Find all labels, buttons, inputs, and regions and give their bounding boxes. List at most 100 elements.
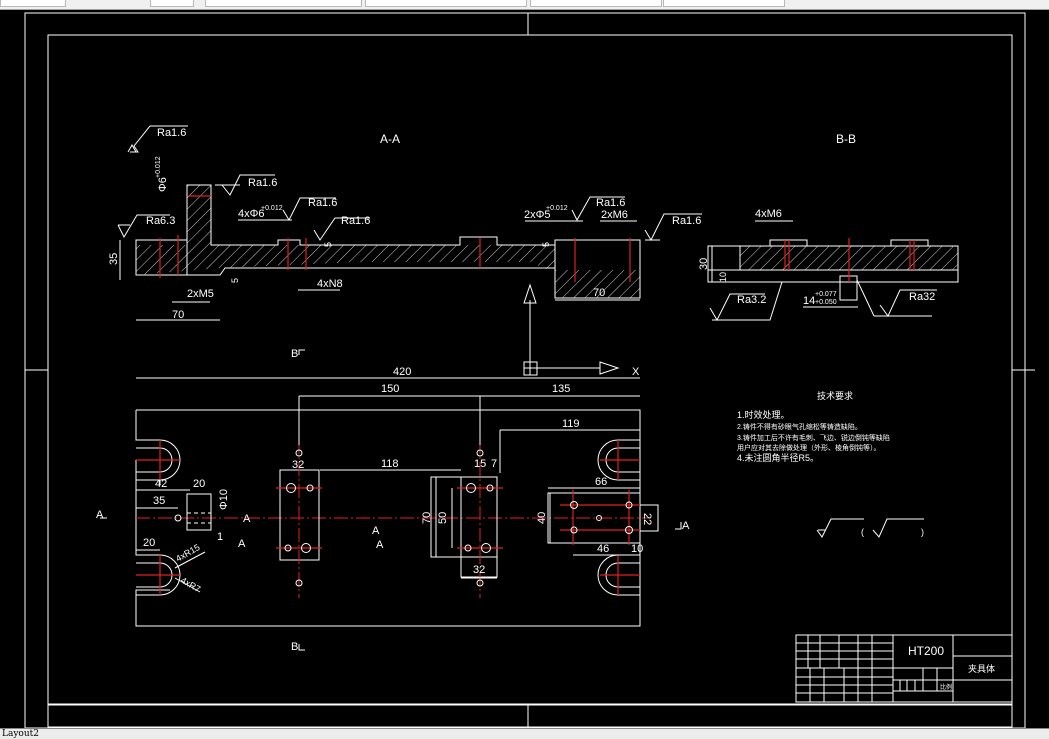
dim-20-top: 20: [193, 478, 205, 490]
section-b-b: B-B 30 10 4xM6 14 +0.077 +0.050 Ra3.2 R: [698, 132, 959, 322]
bb-slot-14: 14: [803, 295, 815, 307]
aa-step-5b: 5: [323, 242, 333, 247]
dim-35: 35: [153, 495, 165, 507]
frame-inner-line: [47, 703, 1013, 706]
dim-150: 150: [381, 383, 399, 395]
aa-phi6-vertical: Φ6: [157, 177, 169, 192]
svg-text:(: (: [861, 527, 864, 537]
bb-roughness-2: Ra32: [856, 279, 937, 317]
pad-2: [460, 476, 498, 578]
svg-text:Ra3.2: Ra3.2: [737, 294, 766, 306]
dim-10-plan: 10: [631, 543, 643, 555]
tech-item-2: 2.铸件不得有砂眼气孔缩松等铸造缺陷。: [737, 422, 862, 431]
svg-text:Ra32: Ra32: [909, 291, 935, 303]
marker-a-mid1: A: [243, 513, 251, 525]
other-roughness-symbols: ( ): [816, 518, 924, 538]
aa-step-5a: 5: [230, 278, 240, 283]
aa-roughness-4: Ra1.6: [282, 197, 337, 222]
svg-text:Ra1.6: Ra1.6: [596, 197, 625, 209]
aa-holes-n8: 4xN8: [317, 278, 343, 290]
aa-hatch: [136, 185, 640, 298]
paper-border: [24, 12, 1026, 729]
tech-item-3b: 用户应对其去除做处理（外形、棱角倒钝等）。: [737, 443, 881, 452]
svg-text:Ra6.3: Ra6.3: [146, 215, 175, 227]
dim-20-bottom: 20: [143, 537, 155, 549]
aa-roughness-3: Ra6.3: [117, 214, 175, 239]
part-name: 夹具体: [968, 663, 995, 674]
svg-text:Ra1.6: Ra1.6: [341, 215, 370, 227]
section-aa-title: A-A: [380, 132, 400, 146]
bb-roughness-1: Ra3.2: [709, 281, 783, 322]
marker-a-mid3: A: [372, 525, 380, 537]
dim-70-plan: 70: [421, 512, 433, 524]
dim-46: 46: [597, 543, 609, 555]
dim-32-bottom: 32: [473, 564, 485, 576]
bb-slot-tol-upper: +0.077: [815, 291, 837, 298]
tech-item-3: 3.铸件加工后不许有毛刺、飞边、锐边倒钝等缺陷: [737, 433, 890, 442]
dim-420: 420: [393, 366, 411, 378]
bb-dim-10: 10: [718, 272, 728, 282]
section-bb-title: B-B: [836, 132, 856, 146]
aa-holes-phi5-tol: +0.012: [546, 205, 568, 212]
aa-left-block: [135, 239, 188, 276]
marker-a-left: A: [96, 509, 104, 521]
scale-label: 比例: [940, 683, 952, 691]
marker-b-bottom: B: [291, 641, 298, 653]
lineweight-dropdown[interactable]: [365, 0, 527, 7]
tech-item-1: 1.时效处理。: [737, 409, 790, 420]
color-dropdown[interactable]: [150, 0, 194, 7]
marker-b-top: B: [291, 348, 298, 360]
svg-text:Ra1.6: Ra1.6: [157, 127, 186, 139]
svg-text:Ra1.6: Ra1.6: [248, 177, 277, 189]
marker-a-mid2: A: [238, 538, 246, 550]
marker-a-mid4: A: [376, 539, 384, 551]
bb-holes-m6: 4xM6: [755, 208, 782, 220]
aa-holes-phi6: 4xΦ6: [238, 208, 265, 220]
layer-dropdown[interactable]: [0, 0, 66, 7]
aa-dim-35: 35: [108, 253, 120, 265]
dim-118: 118: [381, 458, 399, 470]
aa-dim-70-left: 70: [172, 309, 184, 321]
tech-title: 技术要求: [817, 390, 853, 401]
dim-22: 22: [641, 513, 653, 525]
ucs-x-label: X: [632, 366, 640, 378]
aa-roughness-2: Ra1.6: [215, 174, 277, 196]
aa-dim-70-right: 70: [593, 287, 605, 299]
tech-item-4: 4.未注圆角半径R5。: [737, 452, 819, 463]
aa-step-5c: 5: [541, 242, 551, 247]
dim-1: 1: [217, 531, 223, 543]
dim-phi10: Φ10: [218, 489, 230, 510]
svg-text:Ra1.6: Ra1.6: [308, 197, 337, 209]
aa-roughness-5: Ra1.6: [313, 215, 370, 241]
bb-slot-tol-lower: +0.050: [815, 299, 837, 306]
linetype-dropdown[interactable]: [205, 0, 362, 7]
bb-outline: [707, 245, 959, 283]
dim-r7: 4xR7: [179, 575, 202, 594]
tab-layout2[interactable]: Layout2: [2, 729, 39, 739]
dim-42: 42: [155, 478, 167, 490]
ucs-icon: X: [523, 283, 640, 378]
aa-roughness-6: Ra1.6: [571, 196, 625, 222]
dim-r15: 4xR15: [174, 542, 202, 564]
svg-text:Ra1.6: Ra1.6: [672, 215, 701, 227]
cad-drawing[interactable]: A-A 35 70 70 2xM5 4xN8 4xΦ6 +0.012 2xΦ5 …: [0, 10, 1049, 729]
section-a-a: A-A 35 70 70 2xM5 4xN8 4xΦ6 +0.012 2xΦ5 …: [108, 125, 702, 321]
bb-dim-30: 30: [698, 258, 710, 270]
dim-66: 66: [595, 476, 607, 488]
svg-text:): ): [921, 527, 924, 537]
toolbar-strip: [0, 0, 1049, 10]
drawing-canvas[interactable]: A-A 35 70 70 2xM5 4xN8 4xΦ6 +0.012 2xΦ5 …: [0, 10, 1049, 729]
aa-phi6-vertical-tol: +0.012: [155, 156, 162, 178]
dim-40: 40: [536, 512, 548, 524]
plotstyle-dropdown[interactable]: [530, 0, 662, 7]
style-dropdown[interactable]: [663, 0, 785, 7]
title-block: HT200 夹具体 比例: [795, 634, 1013, 703]
aa-roughness-1: Ra1.6: [127, 125, 188, 153]
marker-a-right: A: [682, 520, 690, 532]
dim-119: 119: [562, 418, 580, 430]
aa-right-block: [554, 239, 641, 299]
dim-7: 7: [491, 458, 497, 470]
material-label: HT200: [908, 644, 944, 658]
aa-holes-m6: 2xM6: [601, 209, 628, 221]
layout-tab-bar: Layout2: [0, 728, 1049, 739]
